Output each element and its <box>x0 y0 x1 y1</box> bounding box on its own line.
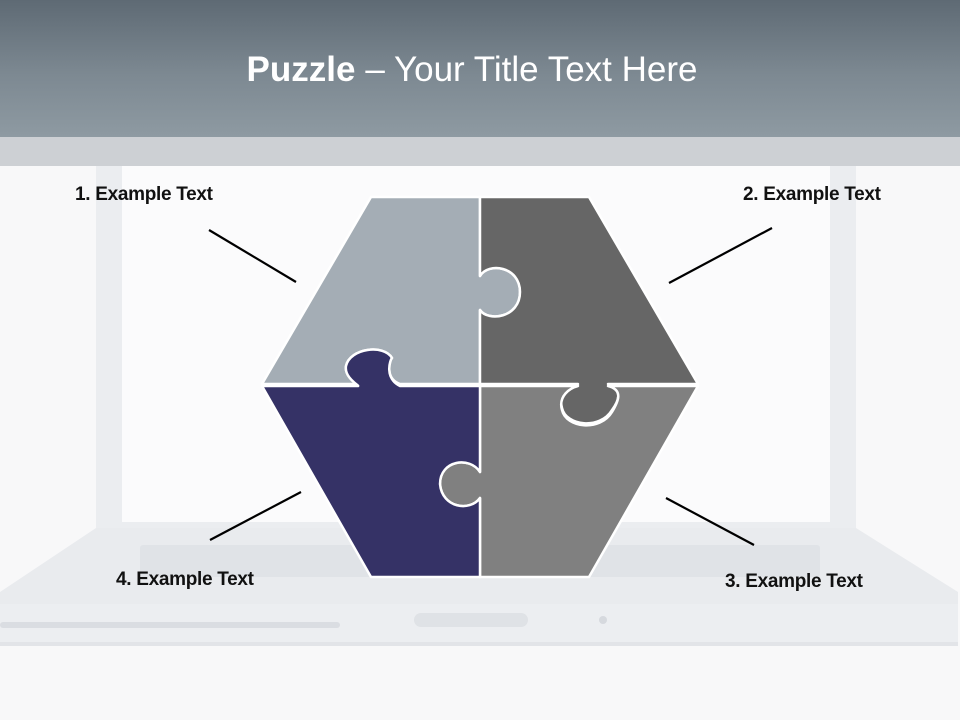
example-text-4: 4. Example Text <box>116 569 254 590</box>
example-text-1: 1. Example Text <box>75 184 213 205</box>
slide-title-rest: – Your Title Text Here <box>365 50 698 89</box>
connector-line-2 <box>668 227 773 284</box>
slide-title: Puzzle– Your Title Text Here <box>0 48 944 92</box>
title-bar <box>0 0 960 137</box>
connector-line-1 <box>208 229 297 283</box>
slide-title-bold: Puzzle <box>246 50 356 89</box>
example-text-2: 2. Example Text <box>743 184 881 205</box>
connector-line-4 <box>209 491 302 541</box>
puzzle-piece-4 <box>260 348 482 579</box>
example-text-3: 3. Example Text <box>725 571 863 592</box>
connector-line-3 <box>665 497 755 546</box>
title-underbar <box>0 137 960 166</box>
